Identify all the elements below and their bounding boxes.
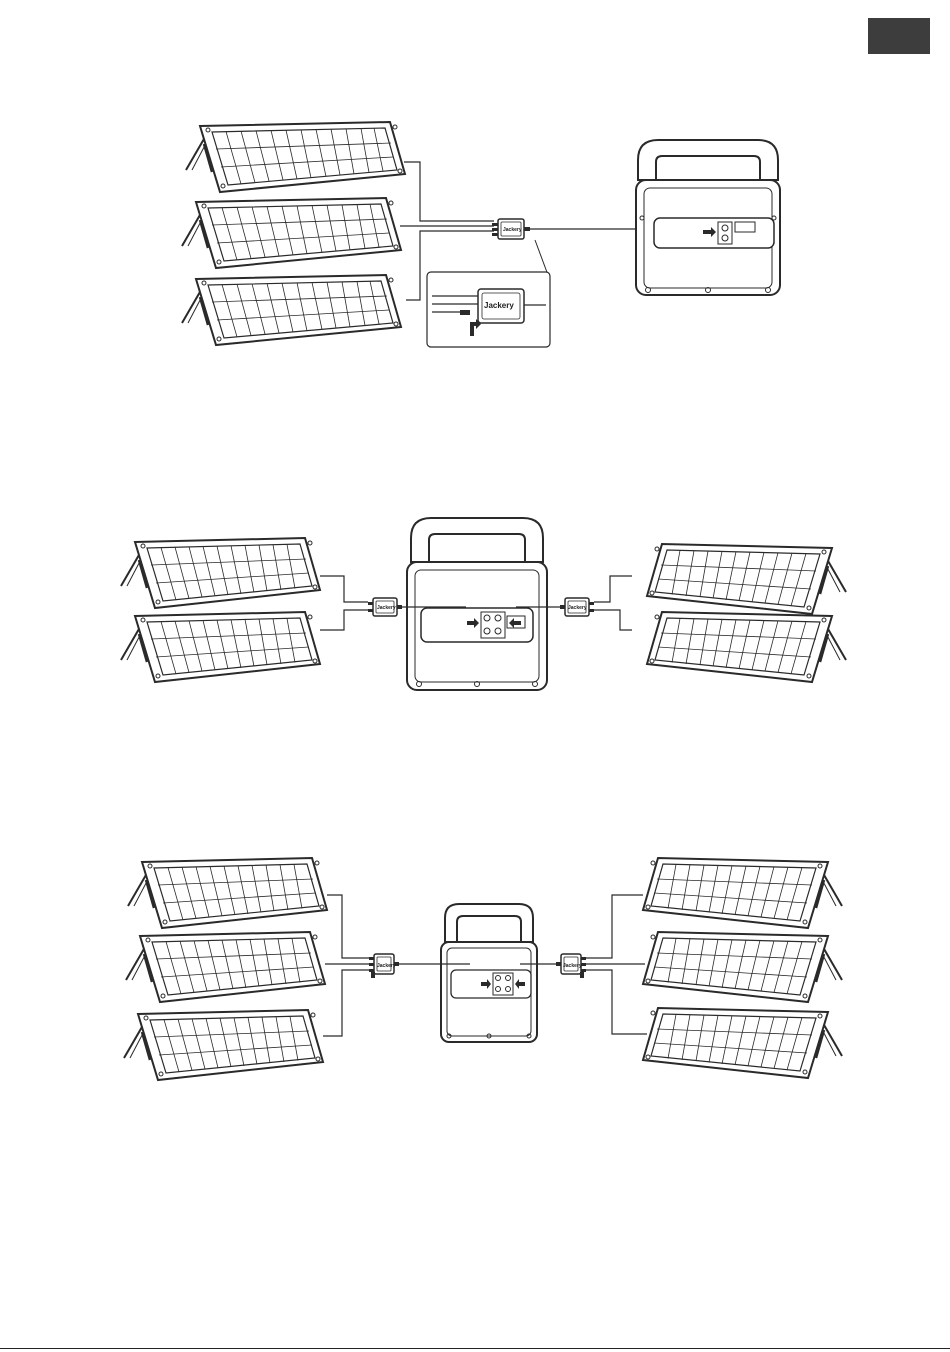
scene-two-panels-each-side: Jackery Jackery [0,500,950,720]
scene-2-svg: Jackery Jackery [0,500,950,720]
solar-panel-icon [182,275,401,345]
scene-3-svg: Jackery Jackery [0,850,950,1110]
solar-panel-icon [643,932,842,1002]
solar-panel-icon [647,612,846,682]
adapter-brand: Jackery [503,227,522,233]
adapter-brand-right: Jackery [568,605,587,611]
inset-adapter-brand: Jackery [484,301,514,310]
solar-panel-icon [128,858,327,928]
power-station-icon [407,518,547,690]
page-bottom-rule [0,1348,950,1349]
solar-panel-icon [124,1010,323,1080]
solar-panel-icon [643,1008,842,1078]
parallel-adapter-icon: Jackery [560,598,594,616]
solar-panel-icon [643,858,842,928]
parallel-adapter-icon: Jackery [492,219,530,239]
scene-1-svg: Jackery Jackery [0,0,950,400]
parallel-adapter-icon: Jackery [368,598,402,616]
adapter-brand-right: Jackery [563,963,582,969]
parallel-adapter-icon: Jackery [369,954,399,978]
power-station-icon [441,904,537,1042]
solar-panel-icon [121,612,320,682]
power-station-icon [636,140,780,295]
adapter-brand-left: Jackery [377,963,396,969]
solar-panel-icon [121,538,320,608]
solar-panel-icon [126,932,325,1002]
scene-three-panels-each-side: Jackery Jackery [0,850,950,1110]
adapter-brand-left: Jackery [377,605,396,611]
solar-panel-icon [186,122,405,192]
inset-callout-icon: Jackery [427,240,550,347]
solar-panel-icon [647,544,846,614]
parallel-adapter-icon: Jackery [556,954,586,978]
scene-three-panels-one-side: Jackery Jackery [0,0,950,400]
solar-panel-icon [182,198,401,268]
